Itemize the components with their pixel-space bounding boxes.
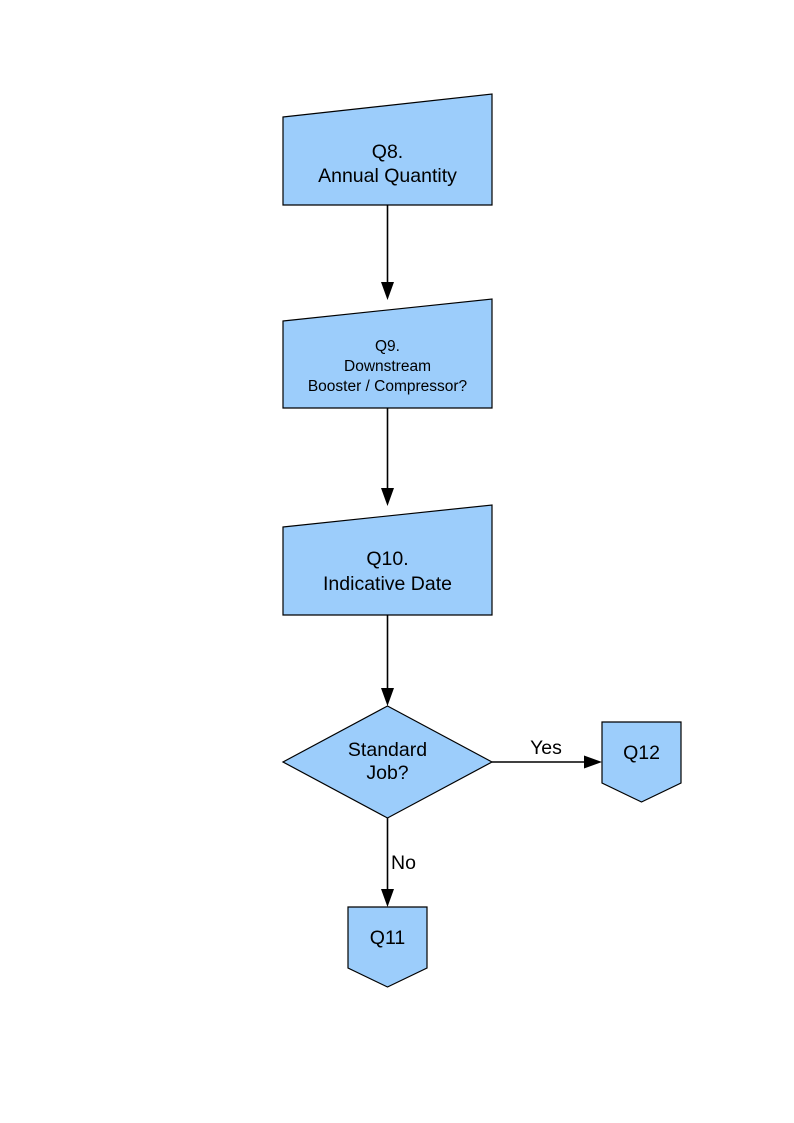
edge-decision-to-q12-arrowhead (584, 755, 602, 769)
node-q8-shape[interactable] (282, 93, 493, 206)
node-q9-line-3: Booster / Compressor? (308, 378, 468, 395)
node-decision-standard-job[interactable]: Standard Job? (281, 705, 494, 819)
node-q10-line-2: Indicative Date (323, 573, 452, 595)
node-q8-line-1: Q8. (372, 141, 403, 163)
node-q11[interactable]: Q11 (347, 906, 428, 988)
node-q9-line-1: Q9. (375, 338, 400, 355)
node-q11-label: Q11 (370, 927, 405, 949)
edge-q9-to-q10-arrowhead (381, 488, 394, 506)
node-q10-shape[interactable] (282, 504, 493, 616)
node-q10-line-1: Q10. (366, 548, 408, 570)
edge-decision-to-q12: Yes (492, 737, 602, 769)
node-q11-shape[interactable] (347, 906, 428, 988)
node-decision-line-2: Job? (366, 762, 408, 784)
edge-decision-to-q11: No (381, 818, 416, 907)
edge-label-yes: Yes (530, 737, 562, 759)
edge-q10-to-decision-arrowhead (381, 688, 394, 706)
node-decision-line-1: Standard (348, 739, 427, 761)
edge-q10-to-decision (381, 615, 394, 706)
node-q12-shape[interactable] (601, 721, 682, 803)
node-q9-line-2: Downstream (344, 358, 431, 375)
edge-label-no: No (391, 852, 416, 874)
node-q12[interactable]: Q12 (601, 721, 682, 803)
edge-q8-to-q9 (381, 205, 394, 300)
edge-decision-to-q11-arrowhead (381, 889, 394, 907)
node-q9[interactable]: Q9. Downstream Booster / Compressor? (282, 298, 493, 409)
node-q8[interactable]: Q8. Annual Quantity (282, 93, 493, 206)
node-q8-line-2: Annual Quantity (318, 165, 457, 187)
node-q12-label: Q12 (623, 742, 660, 764)
node-q10[interactable]: Q10. Indicative Date (282, 504, 493, 616)
edge-q8-to-q9-arrowhead (381, 282, 394, 300)
edge-q9-to-q10 (381, 408, 394, 506)
node-q9-shape[interactable] (282, 298, 493, 409)
